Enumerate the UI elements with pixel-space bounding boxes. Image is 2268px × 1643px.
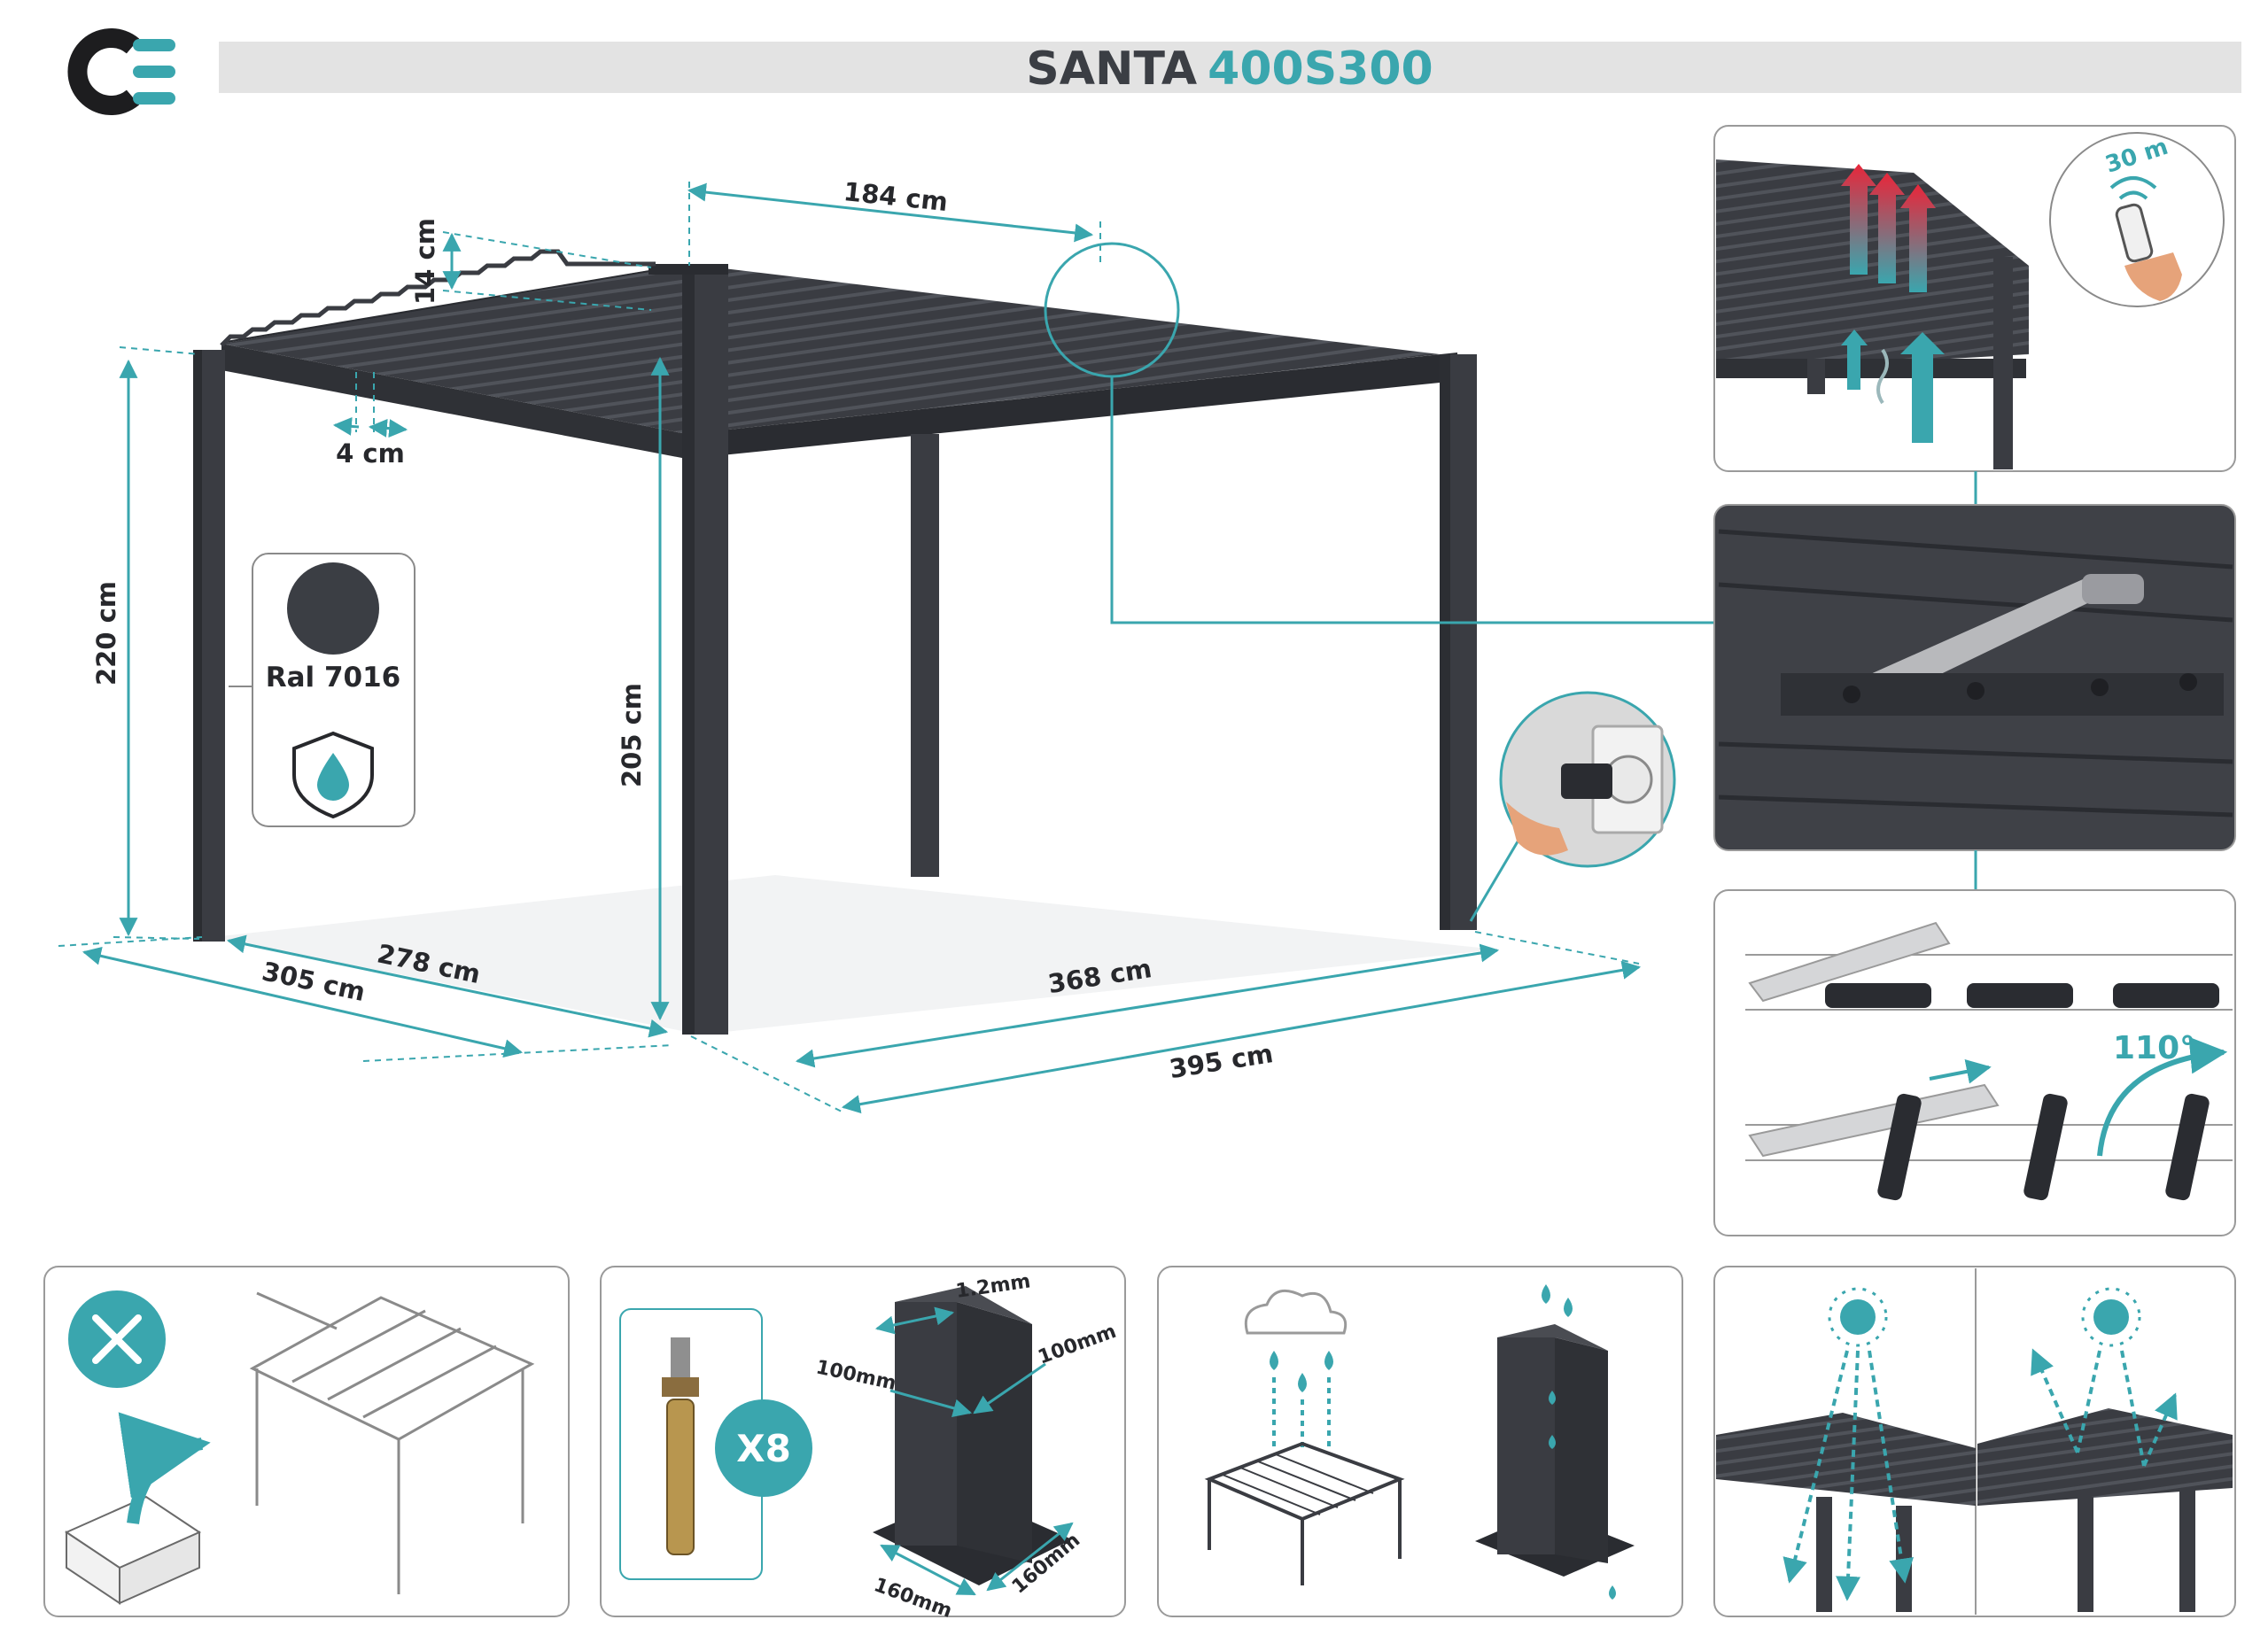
panel-assembly	[43, 1266, 570, 1617]
panel-rain-drainage	[1157, 1266, 1683, 1617]
dim-205: 205 cm	[617, 683, 647, 787]
power-plug-detail	[1499, 691, 1676, 868]
panel-remote-ventilation: 30 m	[1713, 125, 2236, 472]
rain-drops-icon	[1270, 1351, 1333, 1392]
drain-post-drawing	[1475, 1324, 1635, 1577]
dim-184: 184 cm	[843, 176, 950, 217]
sun-icon	[2081, 1287, 2141, 1347]
ral-swatch	[287, 562, 379, 655]
waterproof-shield-icon	[292, 731, 374, 819]
dim-220: 220 cm	[91, 581, 121, 686]
dim-14: 14 cm	[410, 218, 440, 305]
remote-control-icon	[2115, 203, 2154, 263]
extension-lines	[58, 182, 1640, 1112]
dimension-lines	[82, 182, 1642, 1114]
heat-arrows-icon	[1841, 164, 1936, 292]
dim-4: 4 cm	[336, 438, 405, 469]
sun-icon	[1828, 1287, 1888, 1347]
panel-anchors-post: X8 1.2mm 100mm 100mm 160mm 160mm	[600, 1266, 1126, 1623]
header-bar	[219, 42, 2241, 93]
panel-actuator-detail	[1713, 504, 2236, 851]
panel-rotation-110: 110°	[1713, 889, 2236, 1236]
logo	[67, 28, 175, 115]
color-badge: Ral 7016	[229, 553, 416, 827]
plug-icon	[1561, 763, 1612, 799]
rotation-angle: 110°	[2113, 1030, 2195, 1066]
anchor-bolt-icon	[662, 1337, 699, 1555]
detail-callout	[1044, 242, 1714, 922]
panel-sun-louvres	[1713, 1266, 2236, 1617]
anchor-quantity: X8	[736, 1427, 791, 1470]
rotation-arrow-icon	[2097, 1036, 2228, 1157]
ral-label: Ral 7016	[266, 662, 401, 694]
wifi-signal-icon	[2109, 176, 2157, 200]
dim-395: 395 cm	[1167, 1038, 1275, 1084]
cloud-icon	[1244, 1289, 1348, 1335]
airflow-arrows-icon	[1841, 329, 1945, 443]
slide-arrow-icon	[1929, 1059, 1992, 1084]
quantity-badge	[715, 1399, 812, 1497]
